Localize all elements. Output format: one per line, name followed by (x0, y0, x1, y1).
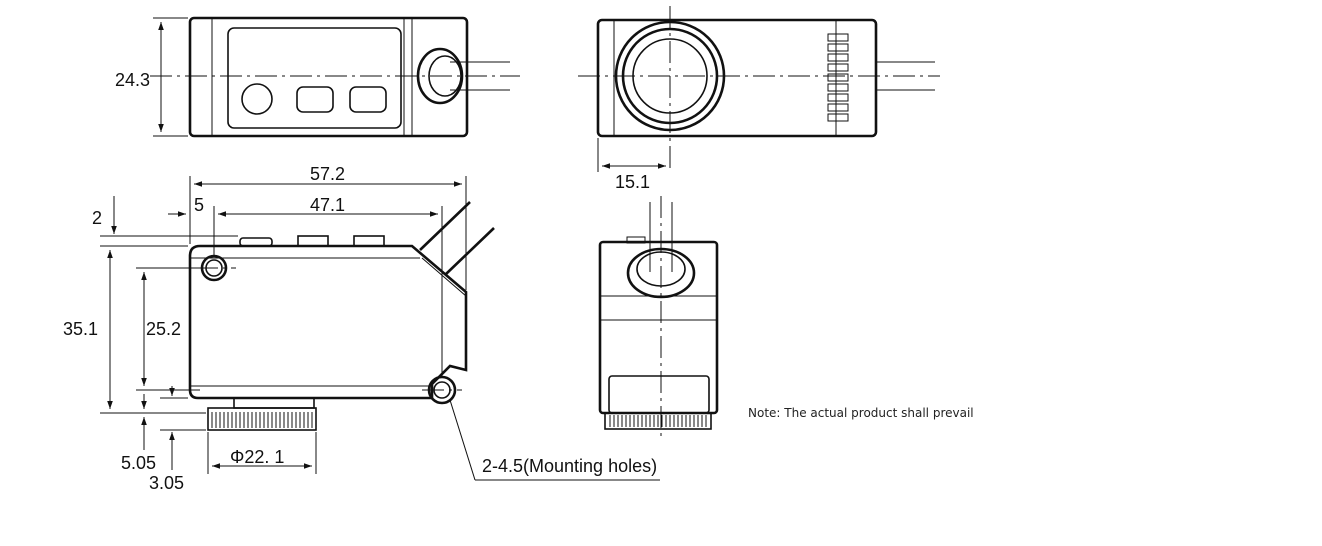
dim-top-gap: 2 (92, 208, 102, 228)
cable-gland-icon (416, 47, 464, 105)
ribbed-connector-icon (827, 33, 849, 122)
button-icon (349, 86, 387, 113)
front-view: 57.2 47.1 5 2 35.1 25.2 5.05 3.05 (63, 164, 660, 493)
dim-bottom-offset-a: 5.05 (121, 453, 156, 473)
knurl-icon (211, 412, 313, 428)
top-view: 24.3 (115, 16, 520, 138)
dim-offset: 5 (194, 195, 204, 215)
dim-body-height: 35.1 (63, 319, 98, 339)
dim-bottom-offset-b: 3.05 (149, 473, 184, 493)
end-view: 15.1 (578, 6, 940, 192)
note-text: Note: The actual product shall prevail (748, 406, 974, 420)
dim-hole-spacing: 47.1 (310, 195, 345, 215)
dim-diameter: Φ22. 1 (230, 447, 284, 467)
dim-height-top: 24.3 (115, 70, 150, 90)
dim-hole-height: 25.2 (146, 319, 181, 339)
button-icon (296, 86, 334, 113)
led-indicator-icon (241, 83, 273, 115)
dim-side-offset: 15.1 (615, 172, 650, 192)
mounting-holes-label: 2-4.5(Mounting holes) (482, 456, 657, 476)
side-view (598, 196, 719, 440)
dim-length: 57.2 (310, 164, 345, 184)
knurl-icon (609, 415, 707, 427)
